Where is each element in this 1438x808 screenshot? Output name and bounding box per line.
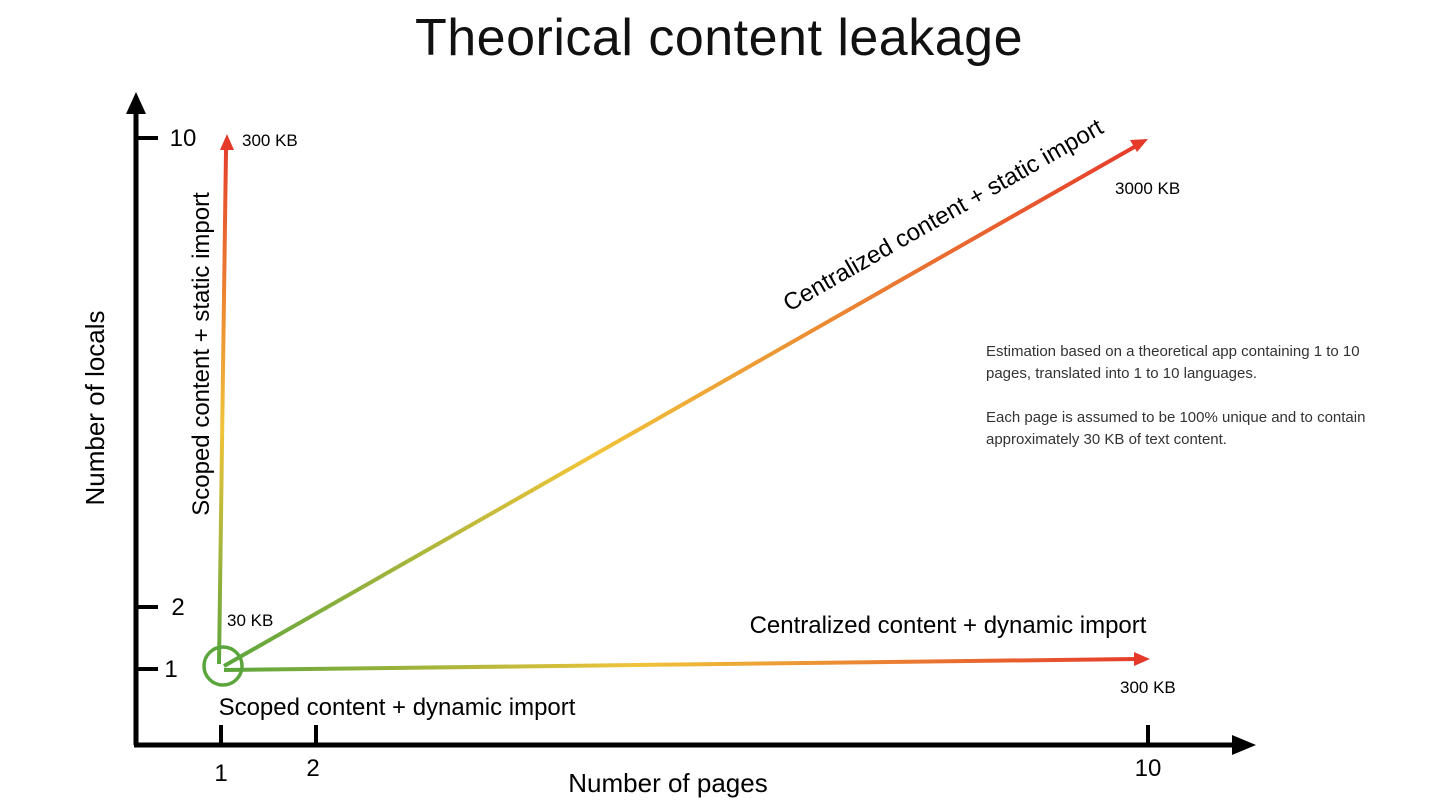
x-axis-title: Number of pages [568,768,767,798]
y-tick-label-1: 1 [164,656,177,683]
x-axis-arrowhead [1232,735,1256,755]
centralized-dynamic-arrowhead [1134,652,1150,666]
centralized-static-arrowhead [1130,139,1148,152]
centralized-static-arrow [223,144,1137,668]
strategy-arrows [202,134,1150,687]
y-tick-label-10: 10 [170,125,197,152]
estimation-note: Estimation based on a theoretical app co… [986,343,1360,382]
origin-marker [202,645,244,687]
page-title: Theorical content leakage [415,9,1023,67]
centralized-dynamic-label: Centralized content + dynamic import [750,612,1147,639]
y-axis-title: Number of locals [80,310,110,505]
x-tick-label-1: 1 [214,760,227,787]
origin-size: 30 KB [227,611,273,630]
scoped-dynamic-label: Scoped content + dynamic import [219,694,576,721]
centralized-static-size: 3000 KB [1115,179,1180,198]
centralized-dynamic-size: 300 KB [1120,678,1176,697]
axes: 1 2 10 1 2 10 Number of pages Number of … [80,92,1256,798]
centralized-dynamic-arrow [223,657,1137,672]
scoped-static-size: 300 KB [242,131,298,150]
y-axis-arrowhead [126,92,146,114]
x-tick-label-10: 10 [1135,755,1162,782]
x-tick-label-2: 2 [306,755,319,782]
scoped-static-label: Scoped content + static import [188,192,215,516]
centralized-static-label: Centralized content + static import [779,114,1108,318]
assumption-note: Each page is assumed to be 100% unique a… [986,409,1366,448]
scoped-static-arrow [217,149,228,665]
scoped-static-arrowhead [220,134,234,150]
y-tick-label-2: 2 [171,594,184,621]
size-labels: 300 KB 30 KB 3000 KB 300 KB [227,131,1180,697]
